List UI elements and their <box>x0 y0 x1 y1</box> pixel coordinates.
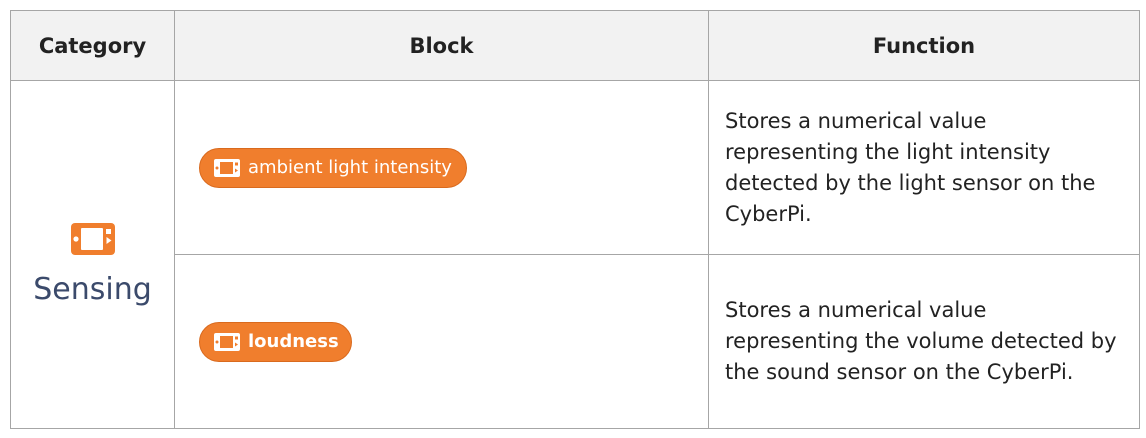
ambient-light-intensity-block[interactable]: ambient light intensity <box>199 147 467 188</box>
table-header-row: Category Block Function <box>10 10 1140 81</box>
block-label: ambient light intensity <box>248 157 452 178</box>
header-category: Category <box>10 10 175 81</box>
category-cell: Sensing <box>10 80 175 429</box>
block-cell: ambient light intensity <box>174 80 709 255</box>
block-cell: loudness <box>174 254 709 429</box>
loudness-block[interactable]: loudness <box>199 321 352 362</box>
category-label: Sensing <box>33 271 152 307</box>
table-row: loudness Stores a numerical value repres… <box>11 254 1140 429</box>
header-block: Block <box>174 10 709 81</box>
cyberpi-icon <box>70 222 115 255</box>
cyberpi-icon <box>214 332 240 351</box>
function-cell: Stores a numerical value representing th… <box>708 254 1140 429</box>
table-row: Sensing ambient light intensity Stores a… <box>10 80 1140 429</box>
header-function: Function <box>708 10 1140 81</box>
block-label: loudness <box>248 331 339 352</box>
blocks-table: Category Block Function Sensing <box>10 10 1140 429</box>
function-cell: Stores a numerical value representing th… <box>708 80 1140 255</box>
cyberpi-icon <box>214 158 240 177</box>
